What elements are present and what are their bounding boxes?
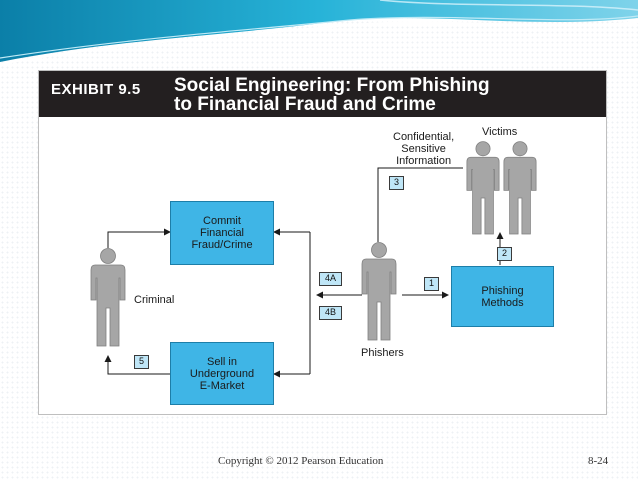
step-4b-tag: 4B: [319, 306, 342, 320]
step-1-tag: 1: [424, 277, 439, 291]
copyright-text: Copyright © 2012 Pearson Education: [218, 455, 384, 467]
commit-fraud-line1: Commit: [203, 215, 241, 227]
criminal-label: Criminal: [134, 294, 175, 306]
sell-underground-line3: E-Market: [199, 379, 245, 392]
exhibit-panel: EXHIBIT 9.5 Social Engineering: From Phi…: [38, 70, 607, 415]
step-3-tag: 3: [389, 176, 404, 190]
exhibit-header: EXHIBIT 9.5 Social Engineering: From Phi…: [39, 71, 606, 117]
victims-label: Victims: [482, 126, 518, 138]
info-label-line3: Information: [396, 155, 452, 167]
commit-fraud-line2: Financial: [199, 227, 245, 239]
exhibit-title: Social Engineering: From Phishing to Fin…: [174, 76, 594, 114]
sell-underground-line2: Underground: [189, 367, 255, 380]
sell-underground-line1: Sell in: [207, 355, 237, 368]
arrow-criminal-to-commit: [107, 228, 171, 248]
phishing-methods-line1: Phishing: [481, 284, 524, 297]
victim-person-icon: [466, 141, 500, 235]
step-5-tag: 5: [134, 355, 149, 369]
page-number: 8-24: [588, 455, 609, 467]
arrow-3-line: [377, 167, 463, 242]
sell-underground-box: Sell in Underground E-Market: [170, 342, 274, 405]
victim-person-icon: [503, 141, 537, 235]
exhibit-number: EXHIBIT 9.5: [51, 81, 141, 98]
criminal-person-icon: [90, 248, 126, 347]
phisher-person-icon: [361, 242, 397, 341]
exhibit-title-line2: to Financial Fraud and Crime: [174, 94, 436, 115]
arrow-5-line: [104, 355, 170, 375]
info-label-line1: Confidential,: [393, 131, 455, 143]
phishers-label: Phishers: [361, 347, 404, 359]
phishing-methods-box: Phishing Methods: [451, 266, 554, 327]
header-wave-decoration: [0, 0, 638, 65]
info-label-line2: Sensitive: [401, 143, 446, 155]
step-2-tag: 2: [497, 247, 512, 261]
exhibit-title-line1: Social Engineering: From Phishing: [174, 75, 490, 96]
commit-fraud-line3: Fraud/Crime: [191, 239, 253, 251]
step-4a-tag: 4A: [319, 272, 342, 286]
commit-fraud-box: Commit Financial Fraud/Crime: [170, 201, 274, 265]
phishing-methods-line2: Methods: [481, 296, 524, 309]
info-label: Confidential, Sensitive Information: [393, 131, 454, 167]
